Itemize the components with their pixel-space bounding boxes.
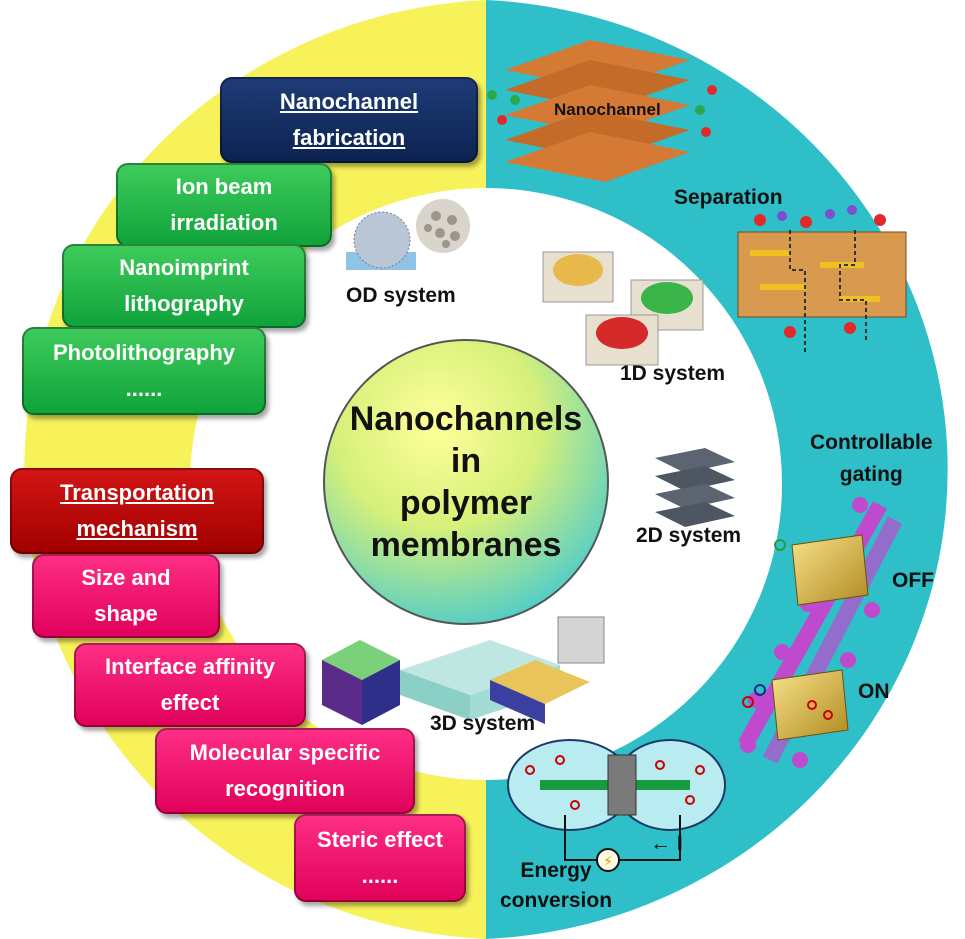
fabrication-item-nanoimprint: Nanoimprint lithography [62, 244, 306, 328]
3d-system-illustration [322, 616, 605, 725]
gating-label-line-1: Controllable [810, 431, 933, 454]
nanochannel-illustration [487, 40, 717, 182]
fabrication-item-label: irradiation [170, 210, 278, 235]
od-system-label: OD system [346, 284, 456, 307]
energy-label-line-1: Energy [520, 859, 592, 882]
2d-system-illustration [655, 448, 735, 527]
separation-label: Separation [674, 186, 783, 209]
transport-heading-line-2: mechanism [76, 516, 198, 541]
transport-item-size-shape: Size and shape [32, 554, 220, 638]
3d-system-label: 3D system [430, 712, 536, 735]
transport-item-label: Size and [81, 565, 171, 590]
transport-item-steric: Steric effect ...... [294, 814, 466, 902]
nanochannel-label: Nanochannel [554, 100, 661, 119]
gating-illustration [738, 497, 903, 768]
od-system-illustration [346, 199, 470, 270]
fabrication-heading: Nanochannel fabrication [220, 77, 478, 163]
1d-system-illustration [542, 251, 704, 366]
transport-item-molecular-recognition: Molecular specific recognition [155, 728, 415, 814]
energy-conversion-illustration: ⚡ [507, 739, 726, 872]
fabrication-heading-line-2: fabrication [292, 125, 406, 150]
fabrication-item-ion-beam: Ion beam irradiation [116, 163, 332, 247]
on-label: ON [858, 680, 890, 703]
gating-label: Controllable gating [810, 427, 933, 491]
transport-item-label: shape [94, 601, 158, 626]
fabrication-heading-line-1: Nanochannel [279, 89, 419, 114]
transport-item-label: recognition [225, 776, 345, 801]
center-title-line-3: polymer [399, 484, 533, 522]
separation-illustration [737, 205, 907, 352]
fabrication-item-label: Photolithography [52, 340, 236, 365]
center-title-line-4: membranes [370, 526, 562, 564]
2d-system-label: 2D system [636, 524, 742, 547]
1d-system-label: 1D system [620, 362, 726, 385]
energy-conversion-label: Energy conversion [500, 856, 612, 916]
energy-label-line-2: conversion [500, 889, 613, 912]
center-circle [323, 339, 609, 625]
current-symbol: I [676, 832, 683, 855]
gating-label-line-2: gating [839, 463, 903, 486]
off-label: OFF [892, 569, 934, 592]
transport-heading-line-1: Transportation [59, 480, 214, 505]
transport-item-label: Molecular specific [189, 740, 381, 765]
transport-item-label: Steric effect [317, 827, 443, 852]
center-title-line-1: Nanochannels [349, 400, 583, 438]
center-title: Nanochannels in polymer membranes [324, 340, 608, 624]
fabrication-item-label: Ion beam [175, 174, 273, 199]
center-title-line-2: in [450, 442, 482, 480]
fabrication-item-label: lithography [124, 291, 244, 316]
fabrication-item-photolithography: Photolithography ...... [22, 327, 266, 415]
svg-text:⚡: ⚡ [603, 854, 613, 870]
fabrication-item-label: ...... [125, 376, 163, 401]
transport-item-label: Interface affinity [105, 654, 275, 679]
transport-item-interface-affinity: Interface affinity effect [74, 643, 306, 727]
current-label: ← I [650, 832, 683, 855]
fabrication-item-label: Nanoimprint [119, 255, 249, 280]
transport-heading: Transportation mechanism [10, 468, 264, 554]
transport-item-label: ...... [361, 863, 399, 888]
transport-item-label: effect [160, 690, 220, 715]
